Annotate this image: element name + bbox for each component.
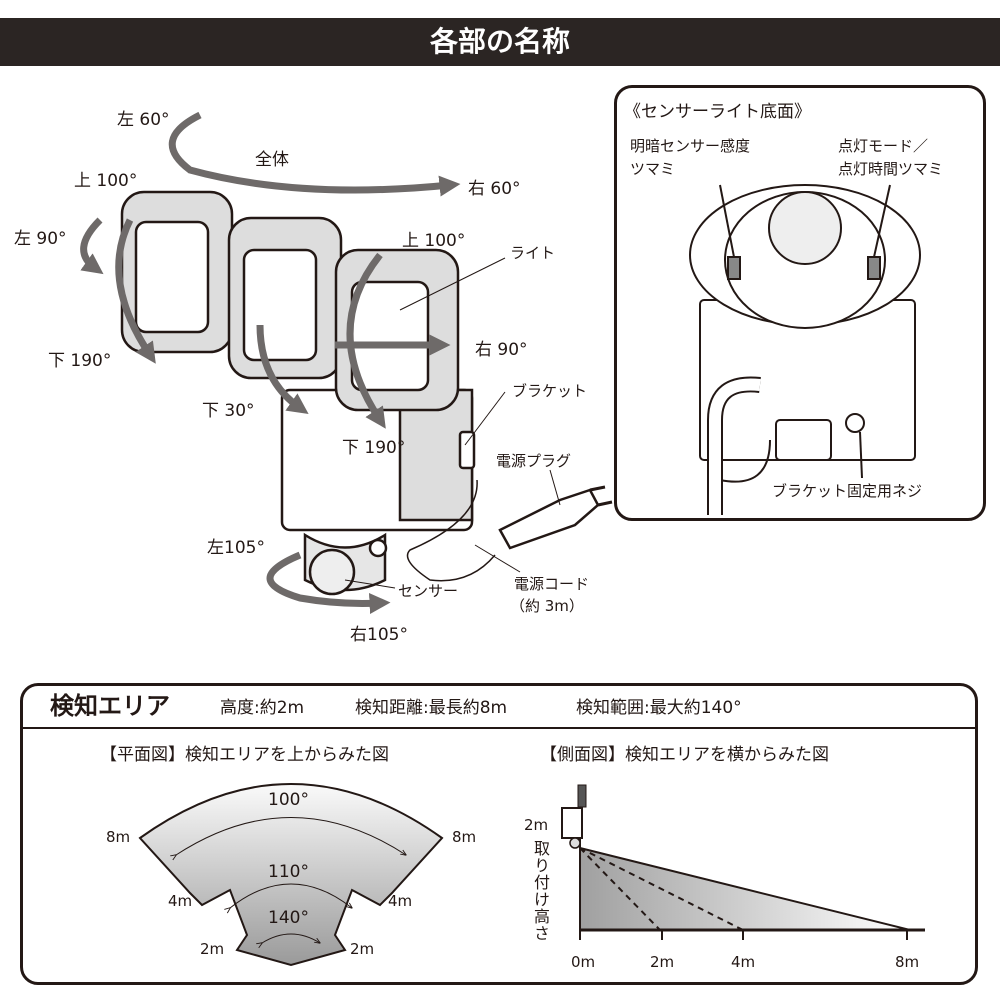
mount-height-value: 2m [524,816,549,834]
bracket-screw-label: ブラケット固定用ネジ [772,482,923,500]
leader-lines [344,257,561,589]
sensor-left-label: 左105° [207,538,265,558]
bottom-view-panel [614,85,986,521]
left-light-left-label: 左 90° [14,229,67,249]
mount-height-label: 取り付け高さ [531,840,550,942]
distance-4m-right: 4m [388,892,413,910]
side-view-chart [561,784,925,940]
cord-label: 電源コード [514,575,590,593]
angle-110: 110° [268,862,309,882]
sensitivity-knob-label-2: ツマミ [630,160,676,178]
center-light-down-label: 下 30° [202,401,255,421]
page-title: 各部の名称 [0,18,1000,66]
bracket-label: ブラケット [512,382,588,400]
plan-view-title: 【平面図】検知エリアを上からみた図 [100,745,389,765]
left-light-up-label: 上 100° [74,171,138,191]
range-spec: 検知範囲:最大約140° [576,698,742,718]
rotation-arrows [80,111,461,615]
distance-2m-right: 2m [350,940,375,958]
x-tick-8m: 8m [895,953,920,971]
distance-8m-right: 8m [452,828,477,846]
cord-length-label: （約 3m） [510,597,584,615]
right-light-up-label: 上 100° [402,231,466,251]
distance-spec: 検知距離:最長約8m [355,698,508,718]
right-light-right-label: 右 90° [475,340,528,360]
right-light-down-label: 下 190° [342,438,406,458]
height-spec: 高度:約2m [220,698,305,718]
light-label: ライト [510,244,556,262]
sensitivity-knob-label: 明暗センサー感度 [630,137,751,155]
bottom-view-illustration [689,184,921,515]
x-tick-4m: 4m [731,953,756,971]
detection-title: 検知エリア [50,692,170,720]
bottom-view-title: 《センサーライト底面》 [624,102,811,122]
mode-knob-label-2: 点灯時間ツマミ [838,160,944,178]
whole-left-label: 左 60° [117,110,170,130]
mode-knob-label: 点灯モード／ [838,137,929,155]
plan-view-fan [138,783,444,967]
left-light-down-label: 下 190° [48,351,112,371]
distance-2m-left: 2m [200,940,225,958]
side-view-title: 【側面図】検知エリアを横からみた図 [540,745,829,765]
whole-label: 全体 [255,150,289,170]
sensor-right-label: 右105° [350,625,408,645]
detection-area-panel [20,683,978,985]
sensor-label: センサー [398,582,459,600]
distance-4m-left: 4m [168,892,193,910]
angle-100: 100° [268,790,309,810]
angle-140: 140° [268,908,309,928]
x-tick-2m: 2m [650,953,675,971]
divider [22,727,976,729]
plug-label: 電源プラグ [496,452,572,470]
light-unit-illustration [120,190,613,596]
x-tick-0m: 0m [571,953,596,971]
whole-right-label: 右 60° [468,179,521,199]
distance-8m-left: 8m [106,828,131,846]
